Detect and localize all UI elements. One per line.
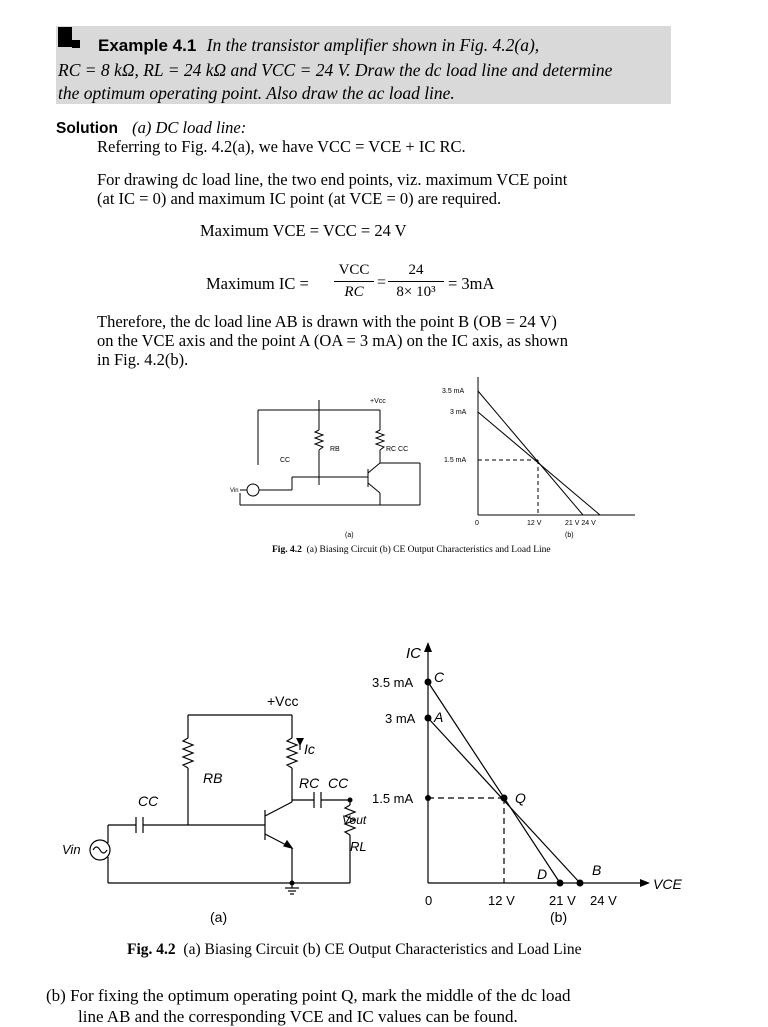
graph-small bbox=[477, 377, 635, 516]
para1-line1: For drawing dc load line, the two end po… bbox=[97, 170, 568, 189]
small-sublabel-b: (b) bbox=[565, 532, 574, 539]
point-a-label: A bbox=[433, 709, 443, 725]
load-line-graph bbox=[427, 645, 640, 884]
part-b-line1: (b) For fixing the optimum operating poi… bbox=[46, 986, 571, 1005]
x-axis-label: VCE bbox=[653, 876, 682, 892]
point-b-label: B bbox=[592, 862, 601, 878]
small-origin: 0 bbox=[475, 520, 479, 527]
example-box bbox=[56, 26, 671, 104]
vin-label: Vin bbox=[62, 842, 81, 857]
origin-label: 0 bbox=[425, 893, 432, 908]
y-axis-arrow-icon bbox=[424, 642, 432, 652]
x-axis-arrow-icon bbox=[640, 879, 650, 887]
caption-text: (a) Biasing Circuit (b) CE Output Charac… bbox=[183, 941, 582, 958]
equation-2-lhs: Maximum IC = bbox=[206, 274, 309, 293]
example-line-3: the optimum operating point. Also draw t… bbox=[58, 83, 455, 103]
ic-label: Ic bbox=[304, 741, 315, 757]
para2-line2: on the VCE axis and the point A (OA = 3 … bbox=[97, 331, 568, 350]
equation-2-result: = 3mA bbox=[448, 274, 495, 293]
figure-large: +Vcc Ic RB RC CC CC Vout RL Vin (a) IC V… bbox=[62, 642, 682, 925]
part-b-line2: line AB and the corresponding VCE and IC… bbox=[78, 1007, 518, 1026]
small-cc-label: CC bbox=[280, 457, 290, 464]
small-vcc-label: +Vcc bbox=[370, 398, 386, 405]
point-d-dot bbox=[556, 879, 564, 887]
frac2-denominator: 8× 10³ bbox=[396, 284, 436, 300]
ic-arrow-icon bbox=[296, 738, 304, 746]
frac1-bar bbox=[334, 281, 374, 282]
small-y-15: 1.5 mA bbox=[444, 457, 467, 464]
para2-line1: Therefore, the dc load line AB is drawn … bbox=[97, 312, 557, 331]
load-line-cd bbox=[427, 681, 561, 884]
example-marker bbox=[58, 27, 72, 47]
cc-in-label: CC bbox=[138, 793, 159, 809]
small-x-21-24: 21 V 24 V bbox=[565, 520, 596, 527]
cc-out-label: CC bbox=[328, 775, 349, 791]
circuit-large bbox=[89, 714, 357, 884]
example-marker-small bbox=[72, 40, 80, 48]
equation-1: Maximum VCE = VCC = 24 V bbox=[200, 221, 407, 240]
caption-number: Fig. 4.2 bbox=[127, 941, 176, 958]
rc-label: RC bbox=[299, 775, 320, 791]
vcc-label: +Vcc bbox=[267, 693, 299, 709]
example-line-2: RC = 8 kΩ, RL = 24 kΩ and VCC = 24 V. Dr… bbox=[58, 60, 613, 80]
y-tick-35: 3.5 mA bbox=[372, 675, 414, 690]
reference-line: Referring to Fig. 4.2(a), we have VCC = … bbox=[97, 137, 466, 156]
small-caption: Fig. 4.2 (a) Biasing Circuit (b) CE Outp… bbox=[272, 545, 551, 555]
y-axis-label: IC bbox=[406, 645, 421, 662]
x-tick-24: 24 V bbox=[590, 893, 617, 908]
y-tick-15-dot bbox=[425, 795, 431, 801]
figure-small: +Vcc RB RC CC CC Vin (a) 0 12 V 21 V 24 … bbox=[230, 377, 635, 539]
frac1-denominator: RC bbox=[344, 284, 364, 300]
para2-line3: in Fig. 4.2(b). bbox=[97, 350, 189, 369]
point-b-dot bbox=[576, 879, 584, 887]
point-a-dot bbox=[424, 714, 432, 722]
point-q-label: Q bbox=[515, 790, 526, 806]
small-y-3: 3 mA bbox=[450, 409, 467, 416]
figure-caption: Fig. 4.2 (a) Biasing Circuit (b) CE Outp… bbox=[127, 941, 582, 959]
solution-heading: Solution (a) DC load line: bbox=[56, 118, 246, 138]
x-tick-21: 21 V bbox=[549, 893, 576, 908]
small-x-12: 12 V bbox=[527, 520, 542, 527]
small-y-35: 3.5 mA bbox=[442, 388, 465, 395]
small-rc-label: RC CC bbox=[386, 446, 408, 453]
y-tick-3: 3 mA bbox=[385, 711, 416, 726]
vout-node bbox=[347, 797, 353, 803]
frac2-bar bbox=[388, 281, 444, 282]
rl-label: RL bbox=[350, 839, 367, 854]
point-d-label: D bbox=[537, 866, 547, 882]
part-a-label: (a) DC load line: bbox=[132, 118, 247, 137]
solution-label: Solution bbox=[56, 120, 118, 137]
graph-sublabel: (b) bbox=[550, 909, 567, 925]
small-sublabel-a: (a) bbox=[345, 532, 354, 539]
para1-line2: (at IC = 0) and maximum IC point (at VCE… bbox=[97, 189, 502, 208]
ground-icon bbox=[285, 883, 299, 895]
rb-label: RB bbox=[203, 770, 222, 786]
y-tick-15: 1.5 mA bbox=[372, 791, 414, 806]
example-line-1: Example 4.1 In the transistor amplifier … bbox=[98, 35, 539, 56]
example-text-1: In the transistor amplifier shown in Fig… bbox=[206, 35, 540, 55]
small-rb-label: RB bbox=[330, 446, 340, 453]
circuit-small bbox=[239, 400, 421, 506]
point-c-label: C bbox=[434, 669, 445, 685]
point-q-dot bbox=[500, 794, 508, 802]
x-tick-12: 12 V bbox=[488, 893, 515, 908]
example-label: Example 4.1 bbox=[98, 36, 197, 55]
point-c-dot bbox=[424, 678, 432, 686]
small-vin-label: Vin bbox=[230, 488, 239, 494]
frac2-numerator: 24 bbox=[408, 262, 424, 278]
vout-label: Vout bbox=[342, 813, 367, 827]
frac1-numerator: VCC bbox=[338, 262, 370, 278]
circuit-sublabel: (a) bbox=[210, 909, 227, 925]
equals-sign: = bbox=[377, 274, 387, 291]
